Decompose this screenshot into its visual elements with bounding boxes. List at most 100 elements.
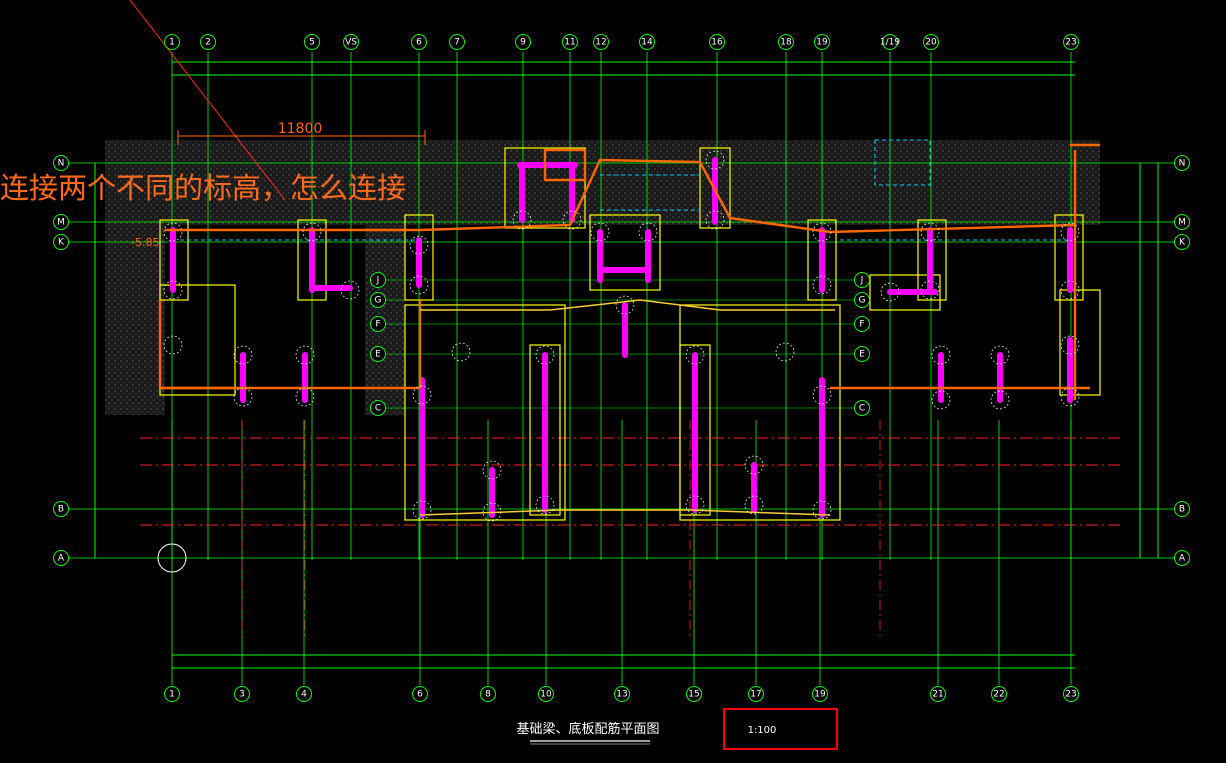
column-marker: [590, 222, 610, 242]
axis-bubble: 6: [411, 34, 427, 50]
axis-bubble-label: 7: [454, 38, 460, 48]
axis-bubble-label: M: [1178, 218, 1186, 228]
dimension-callout: 11800: [177, 121, 426, 145]
column-marker: [775, 342, 795, 362]
axis-bubble-label: 22: [993, 690, 1004, 700]
axis-bubble: F: [854, 316, 870, 332]
column-marker: [340, 280, 360, 300]
column-marker: [812, 275, 832, 295]
axis-bubble-label: J: [376, 276, 380, 286]
column-marker: [482, 460, 502, 480]
column-marker: [295, 345, 315, 365]
column-marker: [880, 282, 900, 302]
column-marker: [744, 495, 764, 515]
axis-bubble: 23: [1063, 686, 1079, 702]
axis-bubble: 19: [812, 686, 828, 702]
axis-bubble: 1: [164, 34, 180, 50]
axis-bubble-label: B: [58, 505, 64, 515]
column-marker: [812, 500, 832, 520]
column-marker: [482, 502, 502, 522]
axis-bubble: 17: [748, 686, 764, 702]
axis-bubble-label: C: [375, 404, 381, 414]
axis-bubble-label: 9: [520, 38, 526, 48]
axis-bubble-label: 23: [1065, 690, 1076, 700]
axis-bubble: J: [370, 272, 386, 288]
axis-bubble: M: [1174, 214, 1190, 230]
scale-label: 1:100: [748, 725, 777, 736]
axis-bubble: 9: [515, 34, 531, 50]
axis-bubble-label: E: [859, 350, 865, 360]
axis-bubble-label: 19: [814, 690, 826, 700]
column-marker: [812, 222, 832, 242]
column-marker: [705, 150, 725, 170]
axis-bubble: 21: [930, 686, 946, 702]
column-marker: [931, 390, 951, 410]
column-marker: [163, 280, 183, 300]
axis-bubble: 14: [639, 34, 655, 50]
axis-bubble: F: [370, 316, 386, 332]
axis-bubble: 2: [200, 34, 216, 50]
column-marker: [562, 210, 582, 230]
column-marker: [1060, 222, 1080, 242]
column-marker: [1060, 280, 1080, 300]
axis-bubble: M: [53, 214, 69, 230]
axis-bubble-label: 17: [750, 690, 761, 700]
axis-bubble: 20: [923, 34, 939, 50]
axis-bubble-label: 13: [616, 690, 627, 700]
column-marker: [812, 385, 832, 405]
axis-bubble: 16: [709, 34, 725, 50]
axis-bubble: 4: [296, 686, 312, 702]
axis-bubble-label: 14: [641, 38, 653, 48]
column-marker: [990, 390, 1010, 410]
column-marker: [931, 345, 951, 365]
axis-bubble: VS: [343, 34, 359, 50]
column-marker: [638, 222, 658, 242]
column-marker: [685, 345, 705, 365]
axis-bubble-label: 4: [301, 690, 307, 700]
column-marker: [512, 210, 532, 230]
axis-bubble: 1/19: [880, 34, 900, 50]
axis-bubble-label: 2: [205, 38, 211, 48]
level-label: -5.85: [131, 236, 159, 249]
red-dashed-lines: [140, 420, 1120, 640]
column-marker: [409, 275, 429, 295]
dimension-lines: [94, 61, 1159, 669]
axis-bubble-label: 6: [416, 38, 422, 48]
column-marker: [163, 222, 183, 242]
axis-bubble: 12: [593, 34, 609, 50]
axis-bubble: G: [854, 292, 870, 308]
column-marker: [451, 342, 471, 362]
axis-bubble: 23: [1063, 34, 1079, 50]
axis-bubble: N: [1174, 155, 1190, 171]
axis-bubble: A: [1174, 550, 1190, 566]
column-marker: [1060, 335, 1080, 355]
dimension-value: 11800: [278, 121, 323, 137]
axis-bubble: 6: [412, 686, 428, 702]
axis-bubble: 19: [814, 34, 830, 50]
axis-bubble: N: [53, 155, 69, 171]
axis-bubble-label: 1: [169, 690, 175, 700]
axis-bubble-label: 10: [540, 690, 552, 700]
axis-bubble-label: J: [860, 276, 864, 286]
column-marker: [920, 222, 940, 242]
axis-bubble-label: 3: [239, 690, 245, 700]
column-marker: [233, 345, 253, 365]
axis-bubble: 10: [538, 686, 554, 702]
scale-highlight-box: [723, 708, 838, 750]
axis-bubble-label: VS: [345, 38, 357, 48]
axis-bubble-label: B: [1179, 505, 1185, 515]
axis-bubble-label: 16: [711, 38, 723, 48]
axis-bubble: 11: [562, 34, 578, 50]
axis-bubble: 22: [991, 686, 1007, 702]
column-marker: [412, 500, 432, 520]
axis-bubble-label: 15: [688, 690, 699, 700]
axis-bubble: 3: [234, 686, 250, 702]
axis-bubble-label: G: [375, 296, 382, 306]
axis-bubble-label: 1/19: [880, 38, 900, 48]
axis-bubble-label: A: [1179, 554, 1186, 564]
column-marker: [409, 235, 429, 255]
slab-outline: [419, 299, 835, 516]
axis-bubble: 5: [304, 34, 320, 50]
